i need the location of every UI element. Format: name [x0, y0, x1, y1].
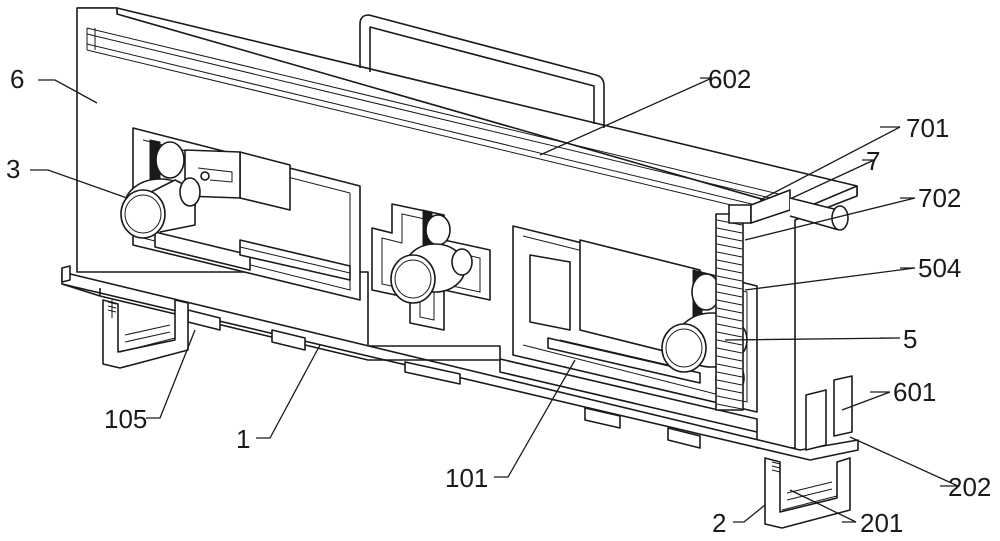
screw-thread: [716, 235, 743, 242]
handle: [359, 14, 605, 128]
base-rail: [61, 265, 859, 461]
left-leg: [102, 299, 189, 369]
label-202: 202: [948, 472, 991, 502]
label-702: 702: [918, 183, 961, 213]
label-601: 601: [893, 377, 936, 407]
label-602: 602: [708, 64, 751, 94]
screw-thread: [716, 315, 743, 322]
middle-window: [371, 203, 491, 331]
label-504: 504: [918, 253, 961, 283]
screw-thread: [716, 267, 743, 274]
label-1: 1: [236, 424, 250, 454]
label-2: 2: [712, 508, 726, 538]
screw-thread: [716, 371, 743, 378]
screw-thread: [716, 379, 743, 386]
label-5: 5: [903, 324, 917, 354]
screw-thread: [716, 403, 743, 410]
screw-thread: [716, 227, 743, 234]
screw-thread: [716, 259, 743, 266]
screw-thread: [716, 355, 743, 362]
screw-thread: [716, 323, 743, 330]
right-window: [512, 225, 758, 413]
screw-thread: [716, 347, 743, 354]
screw-thread: [716, 275, 743, 282]
screw-thread: [716, 387, 743, 394]
label-7: 7: [866, 146, 880, 176]
label-3: 3: [6, 154, 20, 184]
right-leg: [764, 375, 853, 529]
label-101: 101: [445, 463, 488, 493]
left-window: [120, 127, 361, 301]
screw-thread: [716, 299, 743, 306]
label-105: 105: [104, 404, 147, 434]
screw-thread: [716, 331, 743, 338]
label-701: 701: [906, 113, 949, 143]
leader-lines: [30, 77, 959, 523]
part-labels: 6 3 602 701 7 702 504 5 601 202 201 2 10…: [6, 64, 991, 538]
screw-thread: [716, 283, 743, 290]
threaded-screw: [715, 189, 849, 411]
screw-thread: [716, 243, 743, 250]
label-6: 6: [10, 64, 24, 94]
label-201: 201: [860, 508, 903, 538]
screw-thread: [716, 339, 743, 346]
screw-thread: [716, 307, 743, 314]
screw-thread: [716, 363, 743, 370]
screw-thread: [716, 251, 743, 258]
screw-thread: [716, 395, 743, 402]
screw-thread: [716, 291, 743, 298]
